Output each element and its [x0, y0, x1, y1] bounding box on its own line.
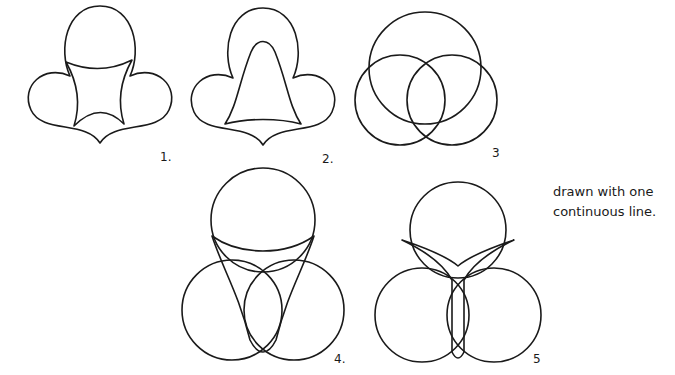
- note-text: drawn with one continuous line.: [553, 182, 671, 222]
- inner-triangle: [212, 236, 314, 352]
- figure-five: [375, 182, 541, 362]
- figure-three: [355, 12, 497, 145]
- loop-right: [407, 55, 497, 145]
- loop-top: [410, 182, 506, 278]
- trefoil-outline: [28, 6, 171, 143]
- figure-number: 3: [492, 146, 500, 160]
- figure-number: 2.: [322, 152, 333, 166]
- loop-right: [447, 268, 541, 362]
- figure-four: [182, 168, 344, 360]
- loop-top: [211, 168, 315, 272]
- figure-number: 5: [533, 352, 541, 366]
- figure-one: [28, 6, 171, 143]
- loop-right: [244, 260, 344, 360]
- loop-top: [369, 12, 481, 124]
- inner-y: [402, 240, 514, 358]
- loop-left: [375, 268, 469, 362]
- loop-left: [182, 260, 282, 360]
- inner-bell: [225, 42, 301, 125]
- figure-number: 4.: [334, 352, 345, 366]
- inner-star: [66, 60, 132, 126]
- figure-number: 1.: [160, 150, 171, 164]
- figure-two: [191, 8, 334, 145]
- loop-left: [355, 55, 445, 145]
- trefoil-outline: [191, 8, 334, 145]
